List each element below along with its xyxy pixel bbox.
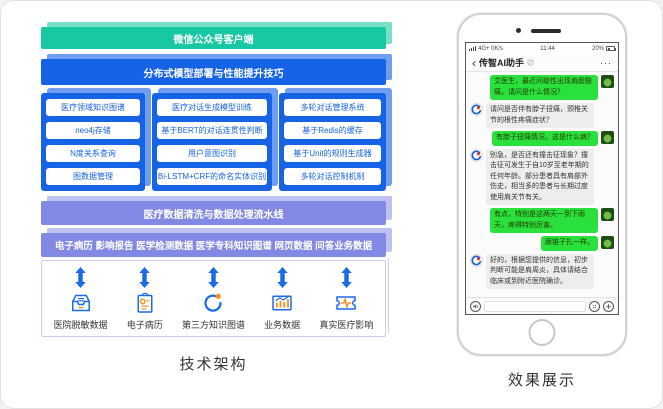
module-cell: 基于BERT的对话连贯性判断: [157, 122, 267, 139]
user-message-row: 有脖子扭痛情况，这是什么病？: [470, 131, 614, 146]
source-label: 业务数据: [264, 320, 301, 330]
knowledge-graph-column: 医疗领域知识图谱 neo4j存储 N度关系查询 图数据管理: [41, 93, 145, 191]
medical-impact-icon: [334, 291, 358, 315]
updown-arrow-icon: [137, 267, 152, 288]
user-avatar[interactable]: [601, 75, 614, 88]
user-avatar[interactable]: [601, 208, 614, 221]
chat-bubble: 好的，根据您提供的信息，初步判断可能是肩周炎，具体请结合临床或到附近医院确诊。: [486, 253, 594, 289]
architecture-caption: 技术架构: [179, 356, 248, 373]
chat-bubble: 请问是否伴有脖子扭痛，颈椎关节的根性疼痛症状？: [486, 103, 594, 128]
source-medical-impact: 真实医疗影响: [319, 267, 373, 331]
signal-icon: [469, 46, 476, 51]
chat-bubble: 跟锥子扎一样。: [541, 236, 598, 251]
module-cell: N度关系查询: [46, 145, 140, 162]
more-menu-icon[interactable]: ···: [600, 57, 612, 68]
status-bar: 4G+ 0K/s 11:44 20%: [466, 43, 618, 54]
ai-avatar[interactable]: [470, 148, 483, 162]
user-message-row: 艾医生，最近间歇性出现肩膀酸痛，请问是什么情况？: [470, 75, 614, 100]
ai-message-row: 别急，是否还有撞击征现象？撞击征可发生于自10岁至老年期的任何年龄。部分患者具有…: [470, 148, 614, 205]
source-hospital-data: 医院脱敏数据: [54, 267, 108, 331]
bar-chart-icon: [270, 291, 294, 315]
status-time: 11:44: [540, 45, 555, 52]
battery-icon: [606, 46, 616, 51]
updown-arrow-icon: [73, 267, 88, 288]
pipeline-layer-bar: 医疗数据清洗与数据处理流水线: [41, 201, 386, 225]
home-button[interactable]: [528, 319, 556, 346]
ai-message-row: 好的，根据您提供的信息，初步判断可能是肩周炎，具体请结合临床或到附近医院确诊。: [470, 253, 614, 289]
chat-title: 传智AI助手: [479, 58, 525, 68]
data-sources-box: 医院脱敏数据 电子病历: [41, 258, 389, 337]
module-cell: 基于Unit的规则生成器: [284, 145, 381, 162]
source-emr: 电子病历: [127, 267, 163, 331]
architecture-diagram: 微信公众号客户端 分布式模型部署与性能提升技巧 医疗领域知识图谱 neo4j存储…: [41, 27, 389, 374]
emoji-icon[interactable]: [589, 300, 600, 312]
knowledge-graph-icon: [201, 291, 225, 315]
user-avatar[interactable]: [601, 131, 614, 144]
chat-bubble: 有脖子扭痛情况，这是什么病？: [492, 131, 598, 146]
phone-mockup: 4G+ 0K/s 11:44 20% ‹ 传智AI助手 ···: [457, 13, 627, 356]
chat-bubble: 艾医生，最近间歇性出现肩膀酸痛，请问是什么情况？: [490, 75, 598, 100]
battery-percent: 20%: [591, 45, 604, 52]
muted-icon: [527, 59, 534, 66]
module-columns: 医疗领域知识图谱 neo4j存储 N度关系查询 图数据管理 医疗对话生成模型训练…: [41, 93, 386, 191]
back-icon[interactable]: ‹: [472, 55, 476, 70]
module-cell: 多轮对话管理系统: [284, 99, 381, 116]
ai-avatar[interactable]: [470, 103, 483, 116]
user-message-row: 有点，特别是这两天一到下雨天，疼得特别厉害。: [470, 208, 614, 233]
source-label: 医院脱敏数据: [53, 320, 108, 330]
source-label: 真实医疗影响: [319, 320, 374, 330]
dialogue-management-column: 多轮对话管理系统 基于Redis的缓存 基于Unit的规则生成器 多轮对话控制机…: [279, 93, 386, 191]
module-cell: 医疗领域知识图谱: [46, 99, 140, 116]
source-label: 电子病历: [126, 320, 163, 330]
updown-arrow-icon: [206, 267, 221, 288]
module-cell: Bi-LSTM+CRF的命名实体识别: [157, 168, 267, 185]
module-cell: neo4j存储: [46, 122, 140, 139]
inbox-data-icon: [69, 291, 93, 315]
camera-dot: [516, 28, 521, 33]
module-cell: 医疗对话生成模型训练: [157, 99, 267, 116]
demo-caption: 效果展示: [507, 372, 576, 389]
chat-input-bar: [466, 297, 618, 314]
chat-bubble: 别急，是否还有撞击征现象？撞击征可发生于自10岁至老年期的任何年龄。部分患者具有…: [486, 148, 594, 205]
chat-bubble: 有点，特别是这两天一到下雨天，疼得特别厉害。: [490, 208, 598, 233]
message-input[interactable]: [484, 300, 586, 312]
updown-arrow-icon: [339, 267, 354, 288]
source-label: 第三方知识图谱: [181, 320, 245, 330]
speaker-slot: [531, 29, 561, 33]
updown-arrow-icon: [275, 267, 290, 288]
plus-icon[interactable]: [603, 300, 614, 312]
chat-messages: 艾医生，最近间歇性出现肩膀酸痛，请问是什么情况？ 请问是否伴有脖子扭痛，颈椎关节…: [466, 72, 618, 297]
deployment-layer-bar: 分布式模型部署与性能提升技巧: [41, 59, 386, 85]
ai-avatar[interactable]: [470, 253, 483, 267]
network-status: 4G+ 0K/s: [478, 45, 504, 52]
chat-header: ‹ 传智AI助手 ···: [466, 54, 618, 72]
source-business-data: 业务数据: [264, 267, 300, 331]
voice-input-icon[interactable]: [470, 300, 481, 312]
medical-record-icon: [133, 291, 157, 315]
dialogue-model-column: 医疗对话生成模型训练 基于BERT的对话连贯性判断 用户意图识别 Bi-LSTM…: [152, 93, 272, 191]
module-cell: 基于Redis的缓存: [284, 122, 381, 139]
module-cell: 用户意图识别: [157, 145, 267, 162]
module-cell: 图数据管理: [46, 168, 140, 185]
source-third-party-kg: 第三方知识图谱: [182, 267, 245, 331]
client-layer-bar: 微信公众号客户端: [41, 27, 386, 49]
datasource-layer-bar: 电子病历 影响报告 医学检测数据 医学专科知识图谱 网页数据 问答业务数据: [41, 233, 386, 257]
user-avatar[interactable]: [601, 236, 614, 249]
phone-screen: 4G+ 0K/s 11:44 20% ‹ 传智AI助手 ···: [465, 42, 619, 315]
ai-message-row: 请问是否伴有脖子扭痛，颈椎关节的根性疼痛症状？: [470, 103, 614, 128]
module-cell: 多轮对话控制机制: [284, 168, 381, 185]
user-message-row: 跟锥子扎一样。: [470, 236, 614, 251]
